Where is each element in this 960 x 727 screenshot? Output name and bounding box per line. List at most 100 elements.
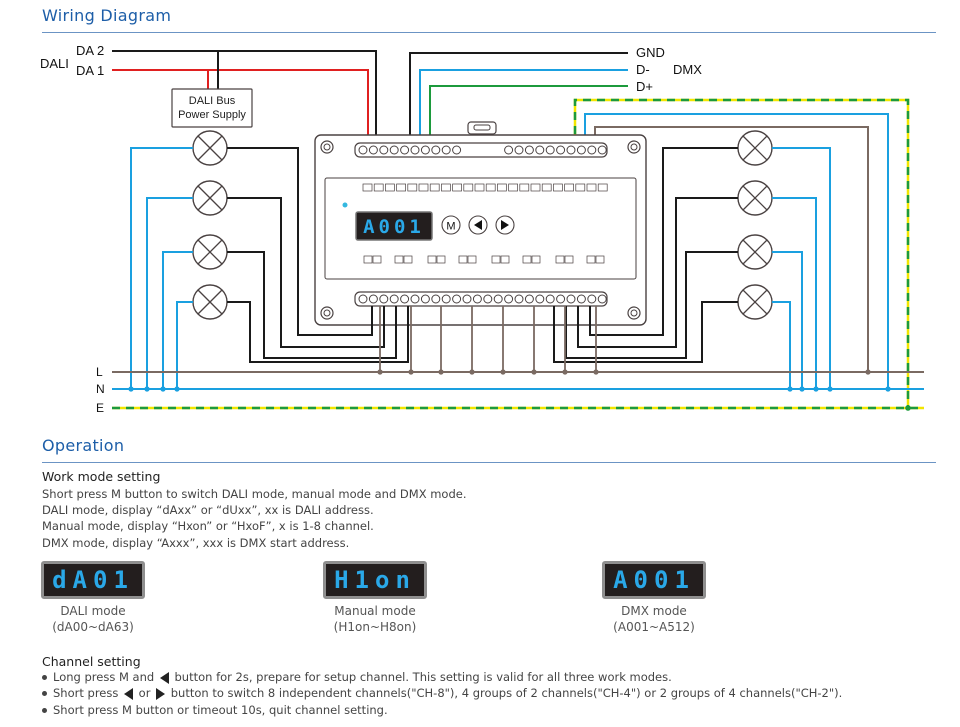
lamp-neutral-wire xyxy=(162,251,193,389)
manual-mode-range: (H1on~H8on) xyxy=(333,620,417,634)
lamp-output-wire xyxy=(227,301,409,363)
terminal xyxy=(524,294,534,304)
dmx-dminus-label: D- xyxy=(636,62,650,77)
terminal xyxy=(514,145,524,155)
device-m-button-label: M xyxy=(446,221,455,233)
device-neutral-wire xyxy=(584,113,889,388)
terminal-slot xyxy=(429,183,440,192)
terminal xyxy=(389,294,399,304)
terminal xyxy=(535,145,545,155)
terminal xyxy=(504,145,514,155)
output-slot xyxy=(372,255,382,264)
lamp-icon xyxy=(192,284,228,320)
terminal xyxy=(431,294,441,304)
terminal-slot xyxy=(530,183,541,192)
lamp-neutral-wire xyxy=(176,301,193,389)
output-slot xyxy=(436,255,446,264)
neutral-junction xyxy=(128,386,134,392)
lamp-output-wire xyxy=(589,147,738,336)
work-mode-line: DALI mode, display “dAxx” or “dUxx”, xx … xyxy=(42,503,374,518)
lamp-output-wire xyxy=(227,251,397,359)
terminal-slot xyxy=(362,183,373,192)
device-left-button[interactable] xyxy=(468,215,488,235)
wiring-title-rule xyxy=(42,32,936,33)
neutral-junction xyxy=(144,386,150,392)
terminal xyxy=(483,294,493,304)
output-slot xyxy=(363,255,373,264)
work-mode-line: Manual mode, display “Hxon” or “HxoF”, x… xyxy=(42,519,374,534)
device-m-button[interactable]: M xyxy=(441,215,461,235)
earth-junction xyxy=(905,405,911,411)
device-lcd xyxy=(355,211,433,241)
terminal xyxy=(452,145,462,155)
dali-da2-wire xyxy=(112,50,377,148)
terminal-slot xyxy=(474,183,485,192)
terminal-slot xyxy=(508,183,518,192)
dali-mode-lcd: dA01 xyxy=(41,561,145,599)
manual-mode-display-card: H1on Manual mode (H1on~H8on) xyxy=(310,561,440,635)
terminal-slot xyxy=(497,183,507,192)
dali-da1-wire xyxy=(112,69,369,148)
neutral-junction xyxy=(787,386,793,392)
terminal xyxy=(556,145,566,155)
terminal xyxy=(441,145,451,155)
terminal xyxy=(576,294,586,304)
neutral-junction xyxy=(827,386,833,392)
terminal xyxy=(597,145,607,155)
terminal xyxy=(576,145,586,155)
terminal-slot xyxy=(441,183,451,192)
terminal-slot xyxy=(418,183,429,192)
live-junction xyxy=(408,369,414,375)
dali-mode-range: (dA00~dA63) xyxy=(52,620,134,634)
neutral-junction xyxy=(885,386,891,392)
operation-title-rule xyxy=(42,462,936,463)
dmx-dminus-wire xyxy=(419,69,628,148)
terminal xyxy=(368,145,378,155)
terminal xyxy=(524,145,534,155)
terminal xyxy=(472,294,482,304)
lamp-neutral-wire xyxy=(772,251,803,389)
dali-bus-power-supply xyxy=(171,88,253,128)
channel-bullet-2: Short press or button to switch 8 indepe… xyxy=(42,685,842,701)
terminal xyxy=(389,145,399,155)
terminal-slot xyxy=(373,183,384,192)
live-junction xyxy=(562,369,568,375)
dali-mode-display-card: dA01 DALI mode (dA00~dA63) xyxy=(28,561,158,635)
lamp-output-wire xyxy=(577,197,738,348)
output-slot xyxy=(522,255,532,264)
terminal xyxy=(379,294,389,304)
lamp-icon xyxy=(737,130,773,166)
work-mode-line: DMX mode, display “Axxx”, xxx is DMX sta… xyxy=(42,535,350,550)
terminal xyxy=(410,145,420,155)
live-junction xyxy=(438,369,444,375)
terminal xyxy=(493,294,503,304)
terminal-slot xyxy=(575,183,586,192)
terminal xyxy=(504,294,514,304)
earth-loop-wire xyxy=(573,98,910,408)
output-slot xyxy=(555,255,565,264)
terminal-slot xyxy=(385,183,395,192)
mains-e-label: E xyxy=(96,401,104,415)
terminal xyxy=(514,294,524,304)
dmx-mode-range: (A001~A512) xyxy=(613,620,695,634)
device-right-button[interactable] xyxy=(495,215,515,235)
output-slot xyxy=(500,255,510,264)
left-triangle-icon xyxy=(159,671,169,684)
wiring-diagram-title: Wiring Diagram xyxy=(42,6,172,25)
terminal xyxy=(452,294,462,304)
terminal-slot xyxy=(564,183,574,192)
dali-group-label: DALI xyxy=(40,56,69,71)
work-mode-description: Short press M button to switch DALI mode… xyxy=(42,486,467,551)
terminal xyxy=(379,145,389,155)
terminal-slot xyxy=(463,183,474,192)
output-slot xyxy=(394,255,404,264)
live-junction xyxy=(500,369,506,375)
terminal xyxy=(410,294,420,304)
device-lcd-reading: A001 xyxy=(363,216,425,238)
lamp-icon xyxy=(737,284,773,320)
dali-da1-label: DA 1 xyxy=(76,63,104,78)
left-triangle-icon xyxy=(124,687,134,700)
work-mode-line: Short press M button to switch DALI mode… xyxy=(42,487,467,501)
terminal xyxy=(420,294,430,304)
output-slot xyxy=(595,255,605,264)
